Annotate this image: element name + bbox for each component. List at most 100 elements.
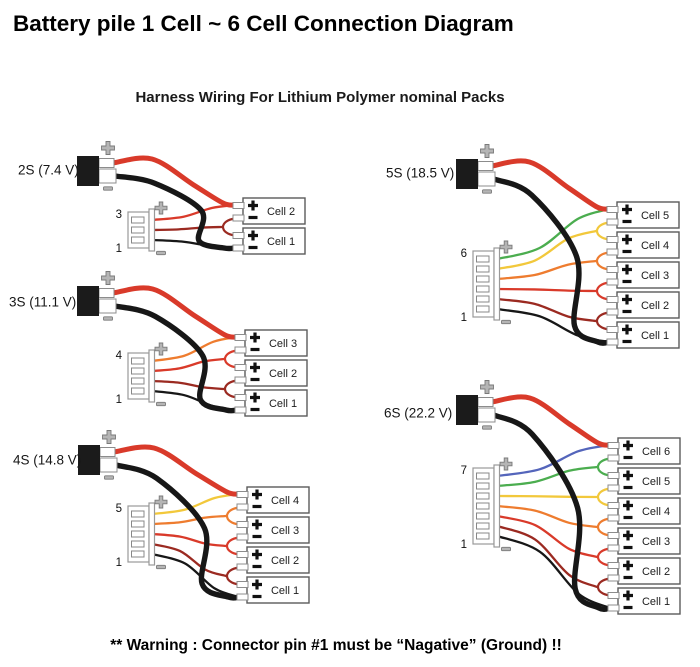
- minus-polarity-icon: [103, 186, 113, 191]
- cell-plus-terminal-icon: [248, 200, 258, 211]
- cell-jumper-loop: [595, 221, 610, 241]
- main-connector-positive-pin: [99, 447, 116, 457]
- main-connector-body: [78, 445, 100, 475]
- cell-label: Cell 5: [641, 210, 669, 222]
- cell-label: Cell 1: [271, 585, 299, 597]
- cell-minus-terminal-icon: [622, 249, 632, 254]
- cell: Cell 4: [246, 486, 310, 514]
- main-connector: [456, 144, 496, 194]
- cell-minus-terminal-icon: [252, 534, 262, 539]
- minus-polarity-icon: [156, 401, 166, 407]
- cell-label: Cell 5: [642, 476, 670, 488]
- pack-label: 2S (7.4 V): [18, 163, 79, 178]
- cell-jumper-loop: [596, 517, 611, 537]
- main-connector-positive-pin: [477, 161, 494, 171]
- minus-polarity-icon: [156, 564, 166, 570]
- minus-polarity-icon: [104, 475, 114, 480]
- cell: Cell 6: [617, 437, 681, 465]
- balance-wire-red: [495, 287, 598, 293]
- cell-plus-tab: [606, 236, 619, 243]
- balance-wire-orange: [495, 504, 599, 529]
- cell-jumper-loop: [596, 577, 611, 597]
- cell: Cell 3: [616, 261, 680, 289]
- balance-wire-dark_red: [150, 542, 228, 578]
- balance-wire-blue: [495, 443, 612, 478]
- cell-minus-tab: [606, 248, 619, 256]
- main-connector-body: [77, 156, 99, 186]
- cell-minus-terminal-icon: [622, 279, 632, 284]
- cell: Cell 2: [246, 546, 310, 574]
- cell-minus-tab: [606, 338, 619, 346]
- cell-minus-terminal-icon: [623, 485, 633, 490]
- cell-plus-tab: [607, 502, 620, 509]
- balance-connector: 31: [116, 201, 168, 256]
- balance-wire-yellow: [495, 229, 598, 271]
- cell-plus-terminal-icon: [623, 500, 633, 511]
- cell-label: Cell 1: [641, 330, 669, 342]
- cell-plus-terminal-icon: [623, 470, 633, 481]
- balance-connector: 51: [116, 495, 168, 570]
- pin-number-top: 5: [116, 503, 122, 515]
- cell-label: Cell 2: [267, 206, 295, 218]
- cell-plus-tab: [236, 581, 249, 588]
- cell: Cell 4: [616, 231, 680, 259]
- main-connector-body: [77, 286, 99, 316]
- main-connector-negative-pin: [477, 171, 496, 187]
- balance-pin-slot: [131, 367, 145, 375]
- cell-minus-terminal-icon: [623, 605, 633, 610]
- cell-label: Cell 1: [267, 236, 295, 248]
- cell-minus-tab: [232, 244, 245, 252]
- cell: Cell 2: [244, 359, 308, 387]
- cell-box: [242, 227, 306, 255]
- cell-plus-tab: [606, 206, 619, 213]
- balance-pin-slot: [476, 482, 490, 490]
- cell-plus-tab: [236, 521, 249, 528]
- main-positive-wire: [110, 155, 238, 208]
- main-negative-wire: [113, 462, 242, 601]
- balance-pin-slot: [131, 357, 145, 365]
- balance-wire-dark_red: [495, 297, 598, 323]
- pin-number-bottom: 1: [461, 312, 467, 324]
- cell-minus-tab: [607, 454, 620, 462]
- cell-label: Cell 2: [642, 566, 670, 578]
- cell-plus-terminal-icon: [250, 392, 260, 403]
- pin-number-bottom: 1: [116, 394, 122, 406]
- cell-minus-tab: [236, 563, 249, 571]
- cell-plus-terminal-icon: [622, 204, 632, 215]
- main-connector: [78, 430, 118, 480]
- cell: Cell 3: [246, 516, 310, 544]
- cell-minus-terminal-icon: [252, 564, 262, 569]
- cell-minus-terminal-icon: [248, 215, 258, 220]
- main-positive-wire: [110, 285, 240, 340]
- pack-label: 4S (14.8 V): [13, 453, 81, 468]
- pack-label: 6S (22.2 V): [384, 406, 452, 421]
- balance-pin-slot: [131, 540, 145, 548]
- cell-plus-terminal-icon: [622, 324, 632, 335]
- cell-plus-terminal-icon: [250, 332, 260, 343]
- balance-wire-red: [495, 514, 599, 559]
- balance-pin-slot: [476, 532, 490, 540]
- cell-jumper-loop: [225, 536, 240, 556]
- main-connector-positive-pin: [477, 397, 494, 407]
- balance-pin-slot: [131, 216, 145, 224]
- balance-pin-slot: [131, 520, 145, 528]
- balance-connector-flange: [493, 464, 501, 548]
- page-title: Battery pile 1 Cell ~ 6 Cell Connection …: [13, 11, 514, 36]
- cell-label: Cell 3: [271, 525, 299, 537]
- cell-plus-terminal-icon: [252, 489, 262, 500]
- cell-plus-terminal-icon: [623, 440, 633, 451]
- main-connector: [456, 380, 496, 430]
- cell-minus-tab: [607, 484, 620, 492]
- balance-pin-slot: [476, 305, 490, 313]
- balance-pin-slot: [131, 530, 145, 538]
- cell: Cell 4: [617, 497, 681, 525]
- cell-label: Cell 3: [269, 338, 297, 350]
- cell-label: Cell 6: [642, 446, 670, 458]
- cell-minus-terminal-icon: [623, 455, 633, 460]
- cell: Cell 1: [244, 389, 308, 417]
- main-positive-wire: [111, 444, 242, 497]
- cell-label: Cell 1: [642, 596, 670, 608]
